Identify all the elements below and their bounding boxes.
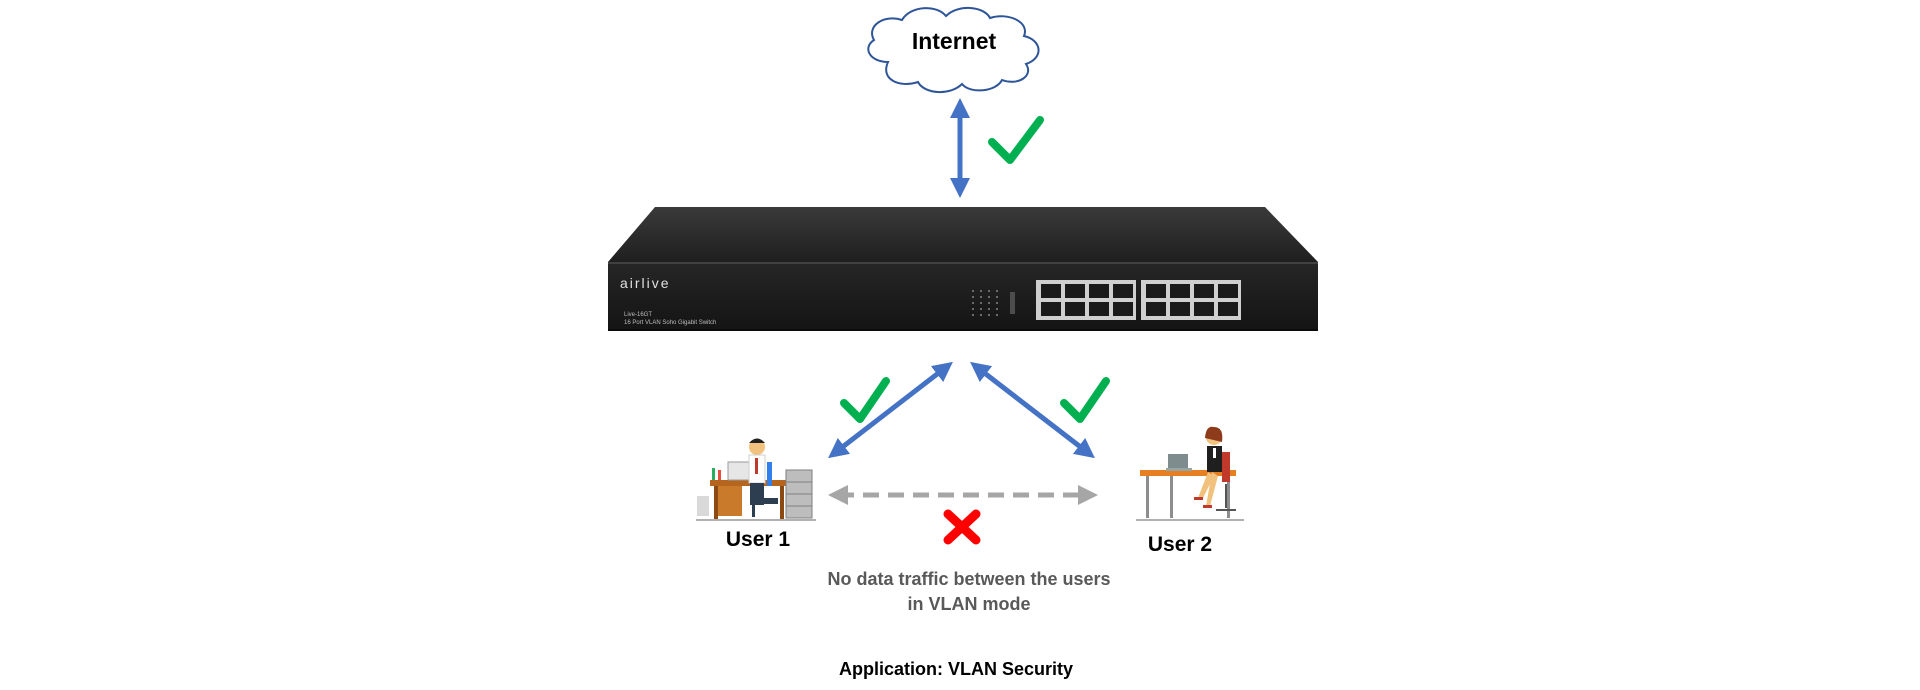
switch-brand-logo: airlive xyxy=(620,275,671,291)
network-switch: airlive Live-16GT 16 Port VLAN Soho Giga… xyxy=(608,207,1318,331)
internet-label: Internet xyxy=(912,28,997,54)
switch-ports-right xyxy=(1141,280,1241,320)
user2-label: User 2 xyxy=(1148,533,1212,556)
switch-user1-arrow xyxy=(828,361,953,459)
check-icon xyxy=(988,116,1044,164)
check-icon xyxy=(840,377,890,423)
switch-description: 16 Port VLAN Soho Gigabit Switch xyxy=(624,320,716,326)
cloud-icon xyxy=(867,7,1040,93)
switch-led-panel xyxy=(972,290,1015,316)
cross-icon xyxy=(943,509,981,545)
switch-model: Live-16GT xyxy=(624,312,652,318)
switch-ports-left xyxy=(1036,280,1136,320)
caption: Application: VLAN Security xyxy=(839,659,1073,679)
user1-illustration xyxy=(696,438,816,521)
user2-illustration xyxy=(1136,426,1244,521)
user1-label: User 1 xyxy=(726,528,791,551)
check-icon xyxy=(1060,377,1110,423)
note-line-2: in VLAN mode xyxy=(907,594,1030,614)
note-line-1: No data traffic between the users xyxy=(827,569,1110,589)
switch-user2-arrow xyxy=(970,361,1095,459)
internet-cloud: Internet xyxy=(867,7,1040,93)
